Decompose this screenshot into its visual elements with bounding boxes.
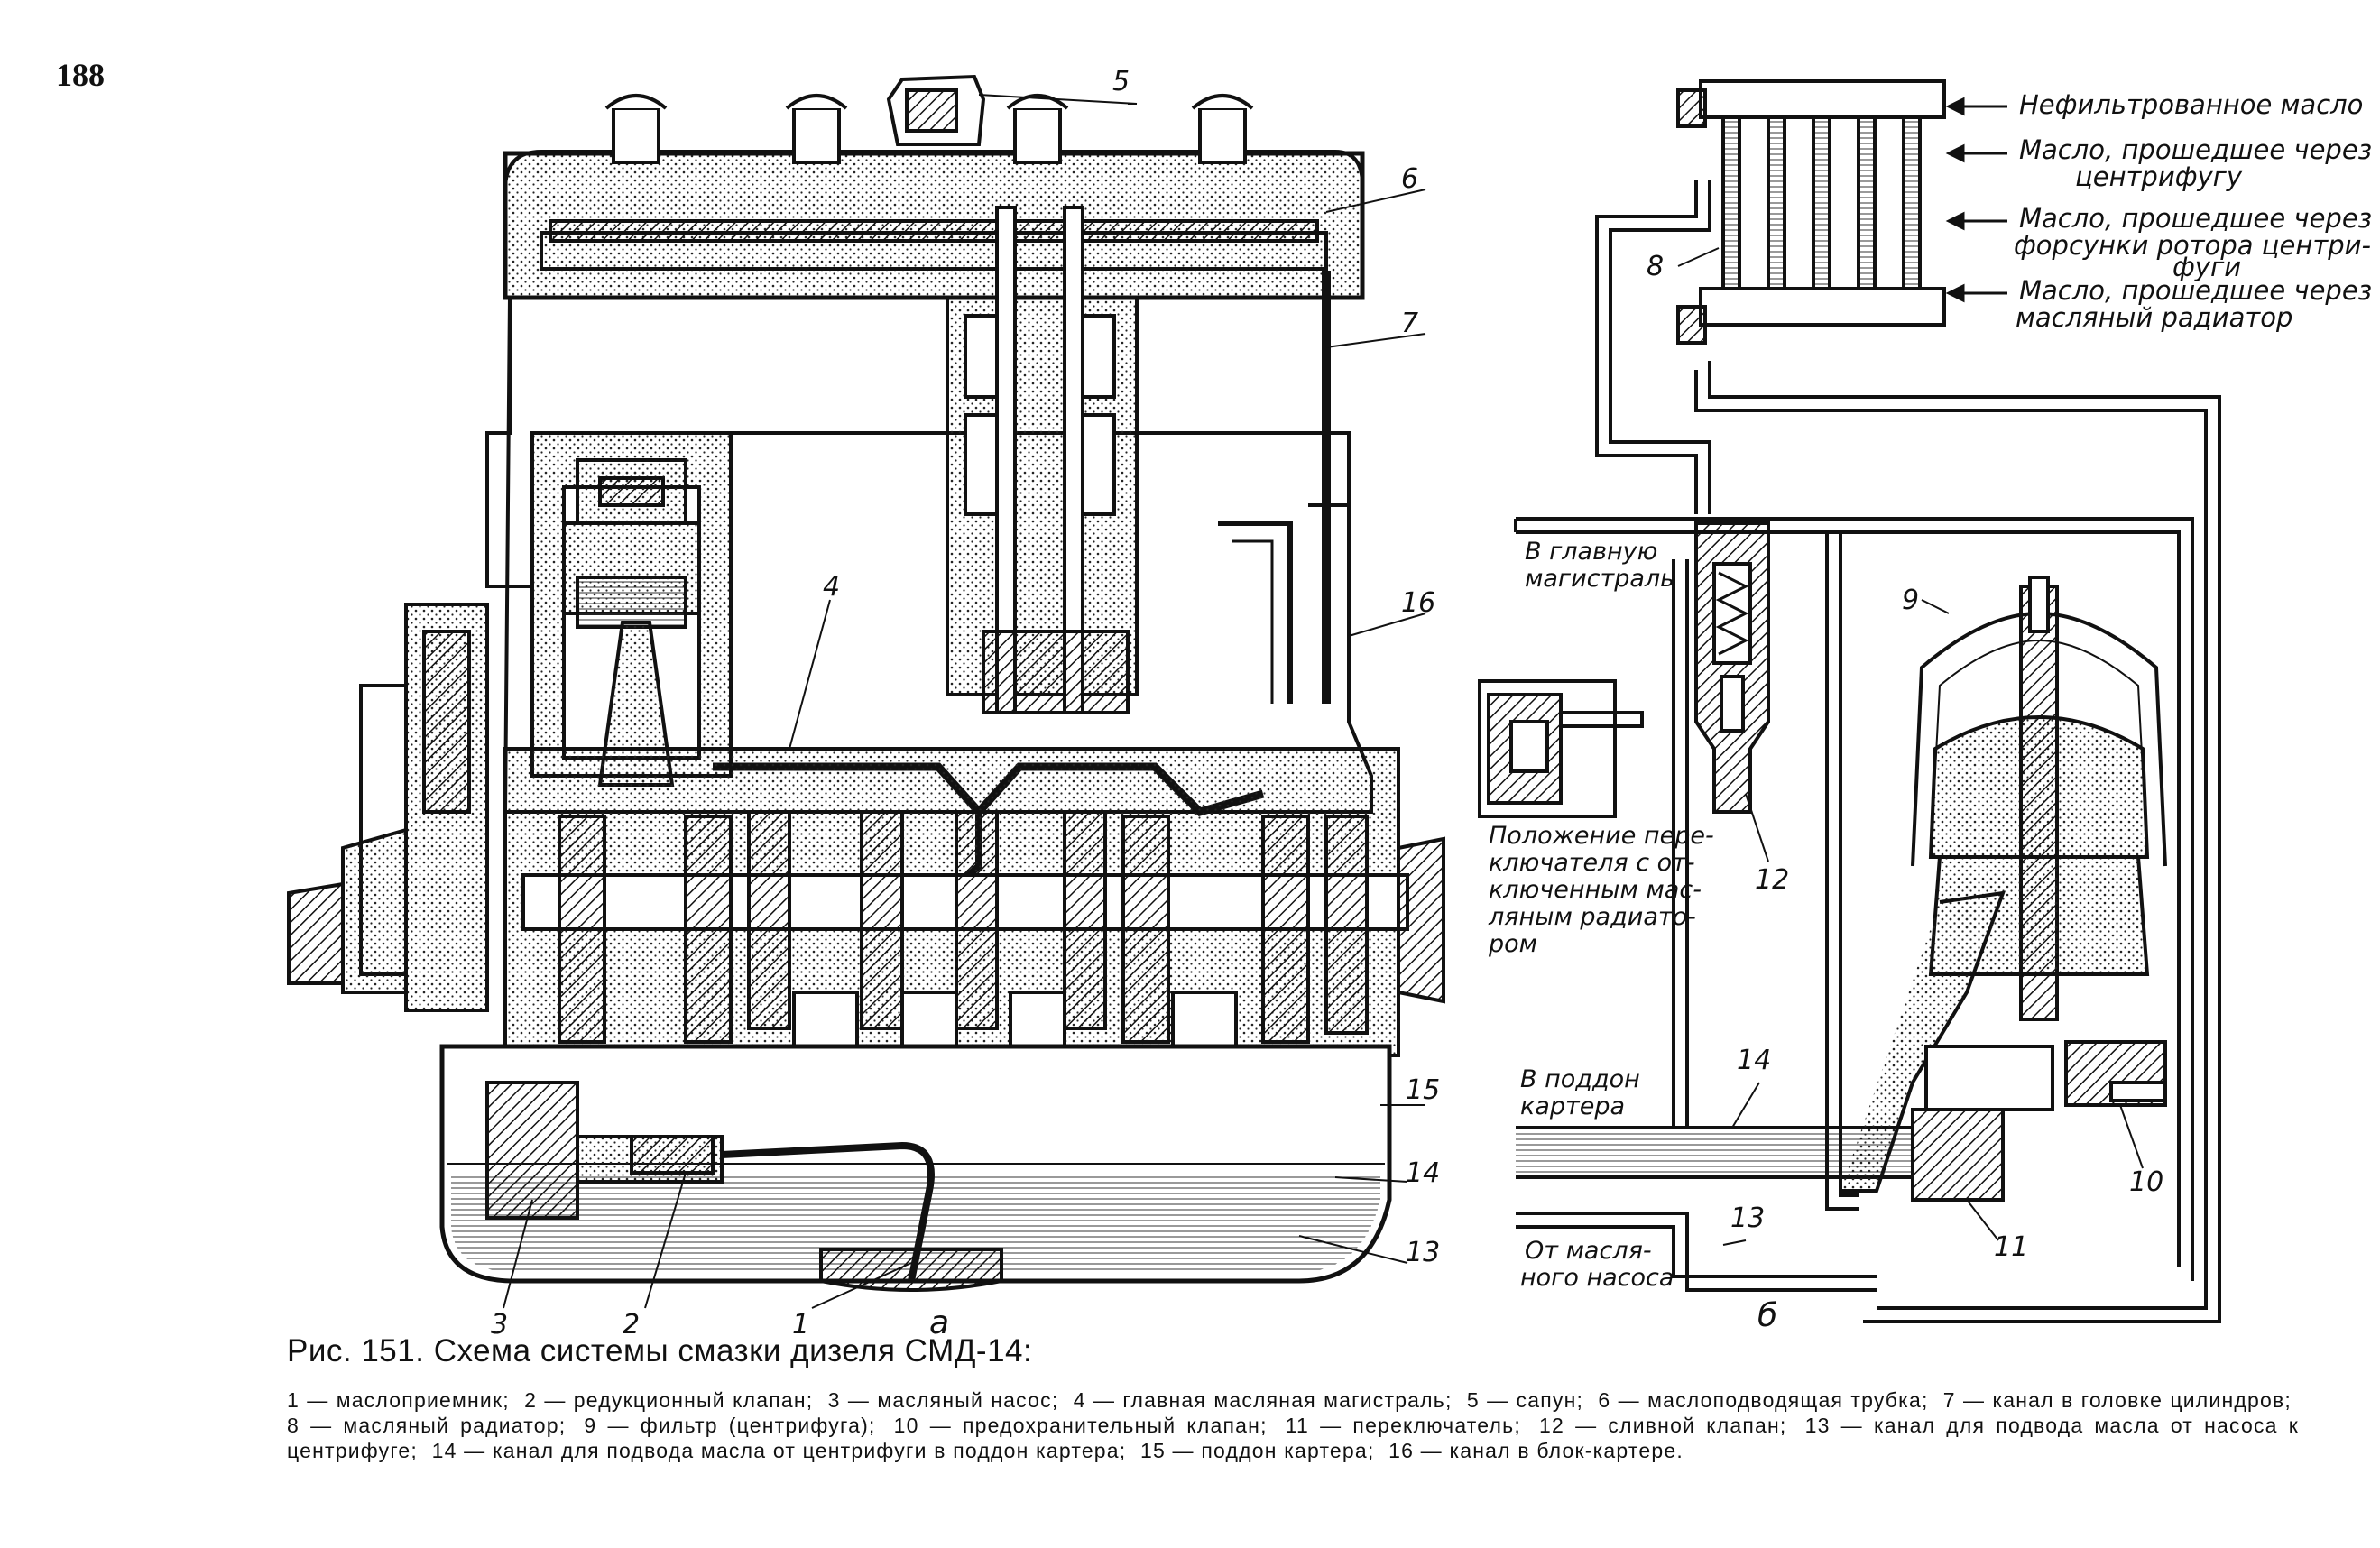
callout-12: 12 — [1755, 864, 1789, 896]
caption-item: 8 — масляный радиатор; — [287, 1414, 567, 1437]
cover-bolts — [604, 94, 1254, 164]
callouts-b — [1677, 247, 2144, 1246]
caption-item: 16 — канал в блок-картере. — [1388, 1439, 1684, 1462]
caption-item: 15 — поддон картера; — [1139, 1439, 1375, 1462]
callout-5: 5 — [1112, 66, 1130, 97]
label-main-line-1: В главную — [1525, 538, 1657, 566]
engine-section — [287, 74, 1445, 1292]
label-sump-1: В поддон — [1520, 1065, 1640, 1093]
callout-7: 7 — [1401, 308, 1418, 339]
figure-caption: Рис. 151. Схема системы смазки дизеля СМ… — [287, 1333, 2299, 1463]
caption-item: 14 — канал для подвода масла от центрифу… — [431, 1439, 1127, 1462]
legend-nozzles-3: фуги — [2172, 252, 2241, 282]
caption-item: 6 — маслоподводящая трубка; — [1598, 1388, 1929, 1412]
caption-item: 9 — фильтр (центрифуга); — [584, 1414, 876, 1437]
caption-item: 5 — сапун; — [1466, 1388, 1584, 1412]
label-position-4: ляным радиато- — [1488, 903, 1696, 931]
legend-nozzles-2: форсунки ротора центри- — [2014, 230, 2371, 261]
scheme-section — [1478, 79, 2221, 1323]
caption-item: 7 — канал в головке цилиндров; — [1942, 1388, 2292, 1412]
caption-item: 4 — главная масляная магистраль; — [1073, 1388, 1453, 1412]
callout-14b: 14 — [1737, 1045, 1771, 1076]
sublabel-b: б — [1757, 1297, 1777, 1334]
sublabel-a: а — [929, 1304, 949, 1341]
radiator-tubes — [1721, 115, 1922, 290]
caption-item: 2 — редукционный клапан; — [524, 1388, 814, 1412]
legend-unfiltered: Нефильтрованное масло — [2019, 89, 2363, 120]
callout-10: 10 — [2129, 1166, 2163, 1198]
caption-item: 12 — сливной клапан; — [1539, 1414, 1787, 1437]
callout-9: 9 — [1902, 585, 1919, 616]
callout-4: 4 — [823, 571, 840, 603]
callout-15: 15 — [1406, 1074, 1440, 1106]
callout-6: 6 — [1401, 163, 1418, 195]
callout-11: 11 — [1994, 1231, 2028, 1263]
legend-arrows — [1945, 97, 2007, 303]
caption-item: 13 — канал для подвода масла от насоса к… — [287, 1414, 2300, 1462]
caption-item: 3 — масляный насос; — [827, 1388, 1059, 1412]
legend-radiator-1: Масло, прошедшее через — [2019, 275, 2372, 306]
caption-legend: 1 — маслоприемник; 2 — редукционный клап… — [287, 1387, 2299, 1463]
callout-13: 13 — [1406, 1237, 1440, 1268]
callout-2: 2 — [623, 1309, 640, 1341]
legend-centrifuge-2: центрифугу — [2075, 161, 2243, 192]
caption-item: 1 — маслоприемник; — [287, 1388, 510, 1412]
callout-16: 16 — [1401, 587, 1435, 619]
label-position-3: ключенным мас- — [1489, 876, 1702, 904]
label-pump-2: ного насоса — [1520, 1264, 1674, 1292]
label-pump-1: От масля- — [1525, 1237, 1652, 1265]
legend-radiator-2: масляный радиатор — [2016, 302, 2292, 333]
callout-1: 1 — [792, 1309, 809, 1341]
caption-item: 10 — предохранительный клапан; — [893, 1414, 1268, 1437]
legend-centrifuge-1: Масло, прошедшее через — [2019, 134, 2372, 165]
legend: Нефильтрованное масло Масло, прошедшее ч… — [2014, 89, 2372, 333]
label-position-1: Положение пере- — [1489, 822, 1714, 850]
legend-nozzles-1: Масло, прошедшее через — [2019, 203, 2372, 234]
breather — [886, 74, 986, 146]
caption-title: Рис. 151. Схема системы смазки дизеля СМ… — [287, 1333, 1033, 1368]
callout-3: 3 — [491, 1309, 508, 1341]
callout-labels-a: 3 2 1 4 5 6 7 16 15 14 13 а — [491, 66, 1440, 1341]
caption-item: 11 — переключатель; — [1285, 1414, 1521, 1437]
callout-labels-b: 8 9 12 10 11 14 13 б — [1647, 251, 2163, 1334]
callout-14: 14 — [1406, 1157, 1440, 1189]
label-main-line-2: магистраль — [1525, 565, 1674, 593]
scheme-labels: В главную магистраль Положение пере- клю… — [1488, 538, 1714, 1292]
crank-webs — [558, 810, 1369, 1044]
page-number: 188 — [56, 57, 105, 93]
callouts-a — [503, 94, 1426, 1309]
label-position-2: ключателя с от- — [1489, 849, 1695, 877]
label-position-5: ром — [1488, 930, 1537, 958]
callout-13b: 13 — [1730, 1202, 1765, 1234]
label-sump-2: картера — [1520, 1092, 1625, 1120]
callout-8: 8 — [1647, 251, 1664, 282]
